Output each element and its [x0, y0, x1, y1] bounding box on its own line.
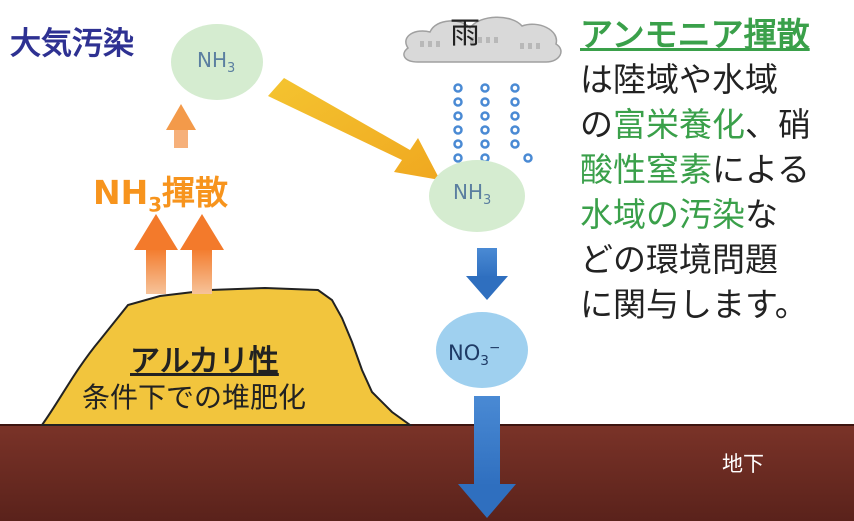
compost-condition-label: アルカリ性 — [130, 344, 279, 379]
no3-text: NO3− — [448, 340, 501, 370]
leaching-arrow — [458, 396, 516, 518]
transport-arrow — [268, 78, 440, 180]
nh3-emission-label: NH3揮散 — [93, 173, 229, 217]
explanation-line-5: 水域の汚染な — [580, 195, 778, 234]
explanation-line-3: の富栄養化、硝 — [580, 105, 811, 144]
underground-label: 地下 — [722, 452, 764, 476]
emission-arrow-left — [134, 214, 178, 294]
explanation-line-6: どの環境問題 — [580, 240, 778, 279]
composting-label: 条件下での堆肥化 — [82, 381, 307, 414]
raindrops — [453, 83, 533, 163]
rain-cloud-icon — [403, 16, 562, 63]
compost-heap — [40, 286, 414, 426]
rain-label: 雨 — [450, 16, 480, 51]
nh3-deposit-blob — [429, 160, 525, 232]
nh3-deposit-text: NH3 — [453, 180, 492, 208]
emission-arrow-right — [180, 214, 224, 294]
explanation-line-7: に関与します。 — [580, 285, 808, 324]
emission-arrow-top — [166, 104, 196, 148]
soil-layer — [0, 425, 854, 521]
nitrification-arrow — [466, 248, 508, 300]
no3-blob — [436, 312, 528, 388]
explanation-line-1: アンモニア揮散 — [580, 15, 810, 54]
air-pollution-label: 大気汚染 — [10, 26, 134, 62]
nh3-air-text: NH3 — [197, 48, 236, 76]
nh3-air-blob — [171, 24, 263, 100]
explanation-line-2: は陸域や水域 — [580, 60, 778, 99]
explanation-line-4: 酸性窒素による — [580, 150, 811, 189]
explanation-text: アンモニア揮散 は陸域や水域 の富栄養化、硝 酸性窒素による 水域の汚染な どの… — [580, 12, 850, 327]
